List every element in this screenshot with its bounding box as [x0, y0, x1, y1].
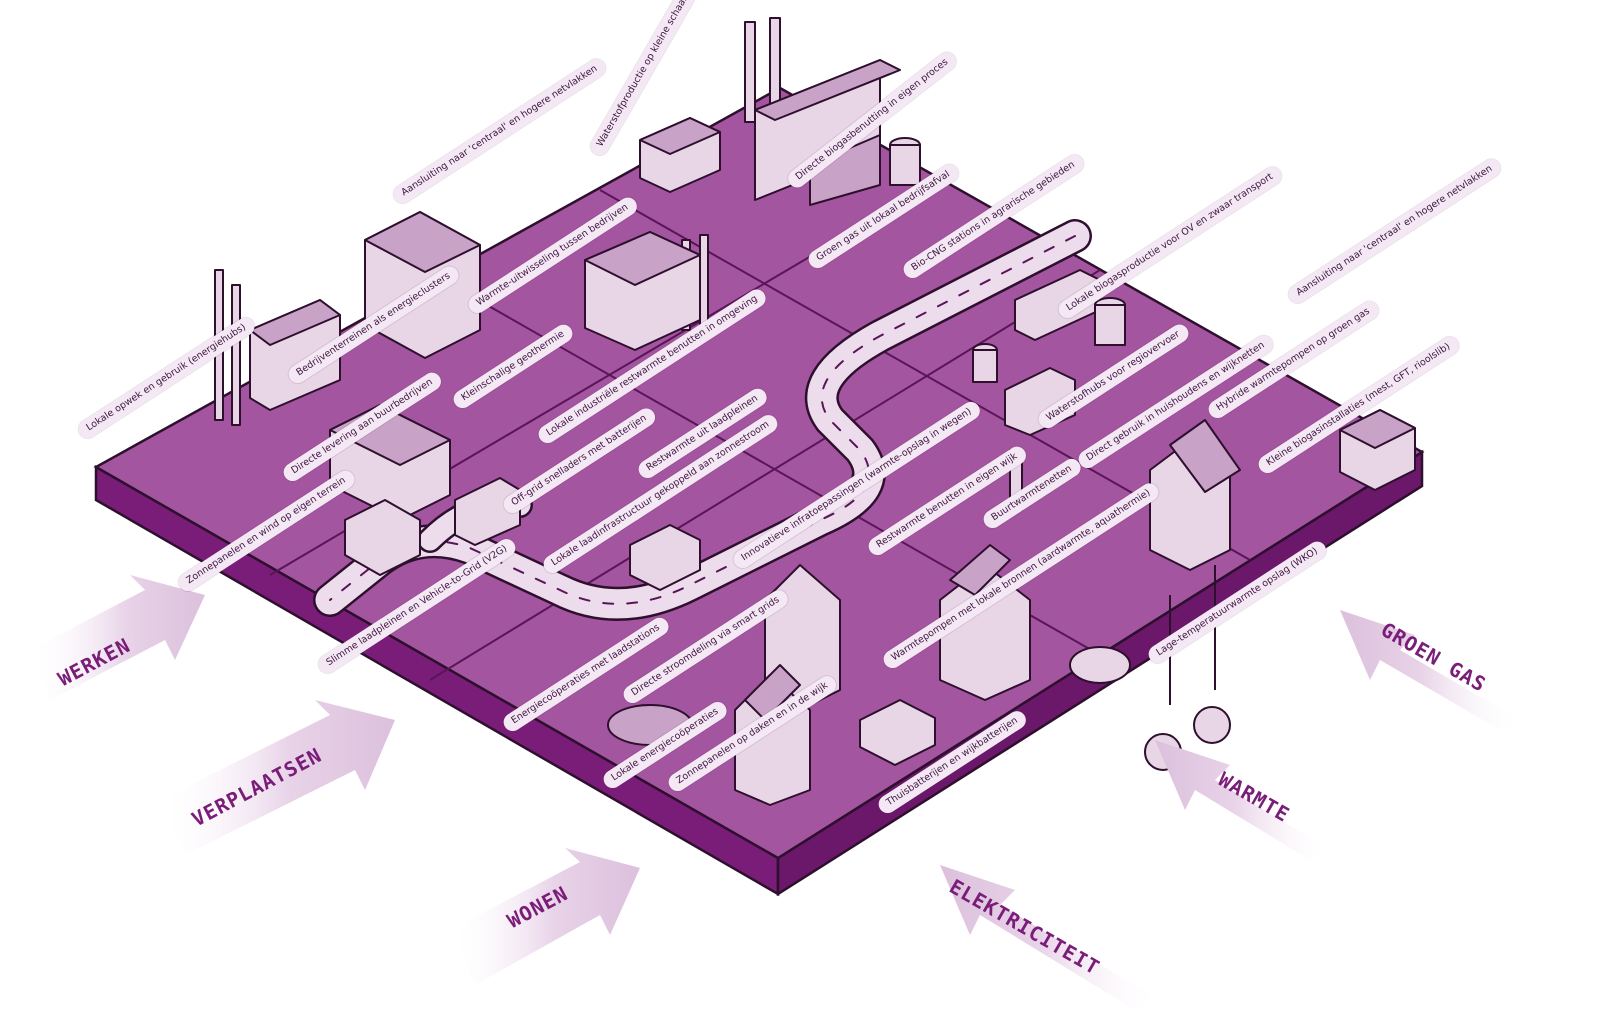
geothermal-factory: [584, 231, 709, 351]
trucks: [344, 269, 1101, 576]
arrow-warmte: [1155, 740, 1330, 860]
charging-station: [629, 524, 701, 591]
arrow-wonen: [450, 848, 640, 985]
buildings: [214, 17, 1416, 806]
gas-house: [1149, 419, 1241, 571]
home-battery: [859, 699, 936, 766]
biogas-shed: [1339, 409, 1416, 491]
arrow-verplaatsen: [160, 700, 395, 855]
arrow-groen-gas: [1340, 610, 1520, 730]
hydrogen-unit: [639, 117, 721, 193]
flow-arrows: [30, 575, 1520, 1010]
factory-biogas: [744, 17, 901, 206]
arrow-elektriciteit: [940, 865, 1160, 1010]
tanks: [889, 137, 1126, 383]
energy-hub-factory: [214, 269, 341, 426]
arrow-werken: [30, 575, 205, 700]
